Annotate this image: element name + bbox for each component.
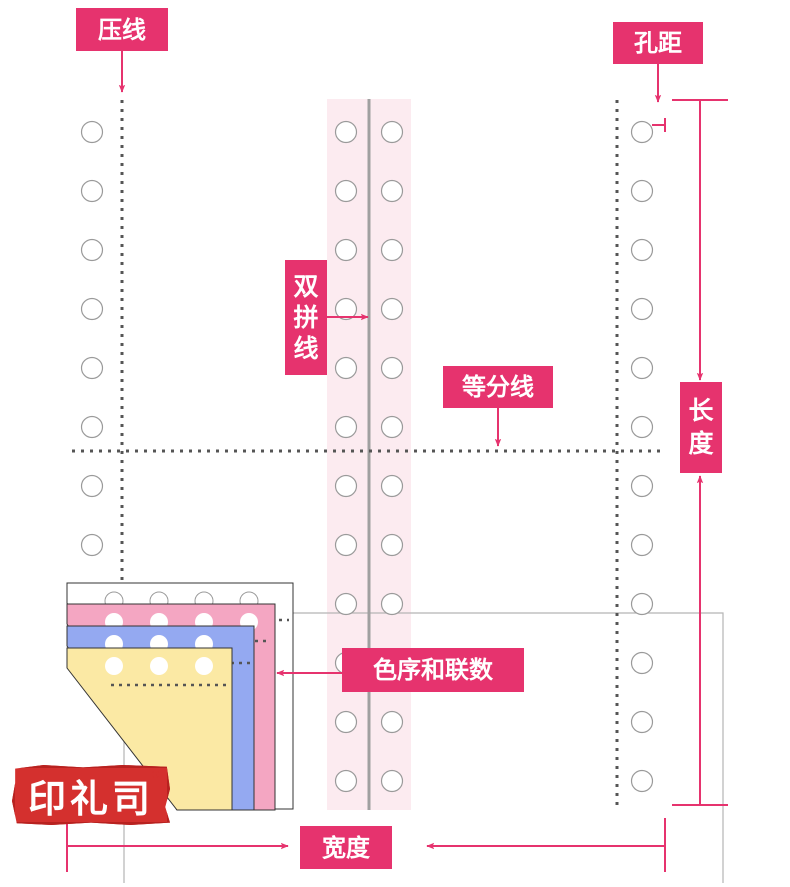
left-tractor-hole [80,297,104,321]
splice-hole-right [380,533,404,557]
registered-mark: ® [150,768,161,781]
splice-hole-right [380,710,404,734]
splice-hole-right [380,415,404,439]
left-tractor-hole [80,356,104,380]
splice-hole-right [380,297,404,321]
color-order-and-plies-label: 色序和联数 [342,648,524,692]
sheet-outline [124,612,724,883]
length-text: 长度 [688,396,714,458]
brand-seal-logo: 印礼司 [12,765,170,825]
splice-hole-left [334,710,358,734]
right-tractor-hole [630,474,654,498]
left-tractor-hole [80,120,104,144]
splice-hole-left [334,474,358,498]
double-splice-line-label: 双拼线 [285,260,327,375]
right-tractor-hole [630,179,654,203]
splice-hole-right [380,238,404,262]
ply-hole [105,657,123,675]
splice-hole-right [380,120,404,144]
splice-hole-right [380,769,404,793]
left-tractor-hole [80,415,104,439]
right-tractor-hole [630,297,654,321]
hole-spacing-tick [652,118,666,132]
hole-spacing-label: 孔距 [613,22,703,64]
splice-hole-right [380,474,404,498]
splice-hole-left [334,769,358,793]
right-tractor-hole [630,120,654,144]
right-tractor-hole [630,415,654,439]
splice-hole-left [334,533,358,557]
left-tractor-hole [80,179,104,203]
equal-division-line-label: 等分线 [443,366,553,408]
ply-hole [195,657,213,675]
splice-hole-right [380,592,404,616]
crease-line-label: 压线 [76,8,168,51]
splice-hole-left [334,592,358,616]
splice-hole-left [334,297,358,321]
double-splice-line-text: 双拼线 [293,271,319,364]
left-tractor-hole [80,238,104,262]
splice-hole-left [334,238,358,262]
right-tractor-hole [630,533,654,557]
splice-hole-left [334,179,358,203]
right-tractor-hole [630,710,654,734]
right-tractor-hole [630,356,654,380]
splice-hole-right [380,356,404,380]
right-tractor-hole [630,651,654,675]
length-label: 长度 [680,382,722,473]
splice-hole-right [380,179,404,203]
splice-hole-left [334,356,358,380]
splice-hole-left [334,415,358,439]
right-tractor-hole [630,238,654,262]
ply-yellow-sheet [66,647,233,811]
right-tractor-hole [630,769,654,793]
right-tractor-hole [630,592,654,616]
left-tractor-hole [80,474,104,498]
width-label: 宽度 [300,826,392,869]
splice-hole-left [334,120,358,144]
left-tractor-hole [80,533,104,557]
ply-hole [150,657,168,675]
